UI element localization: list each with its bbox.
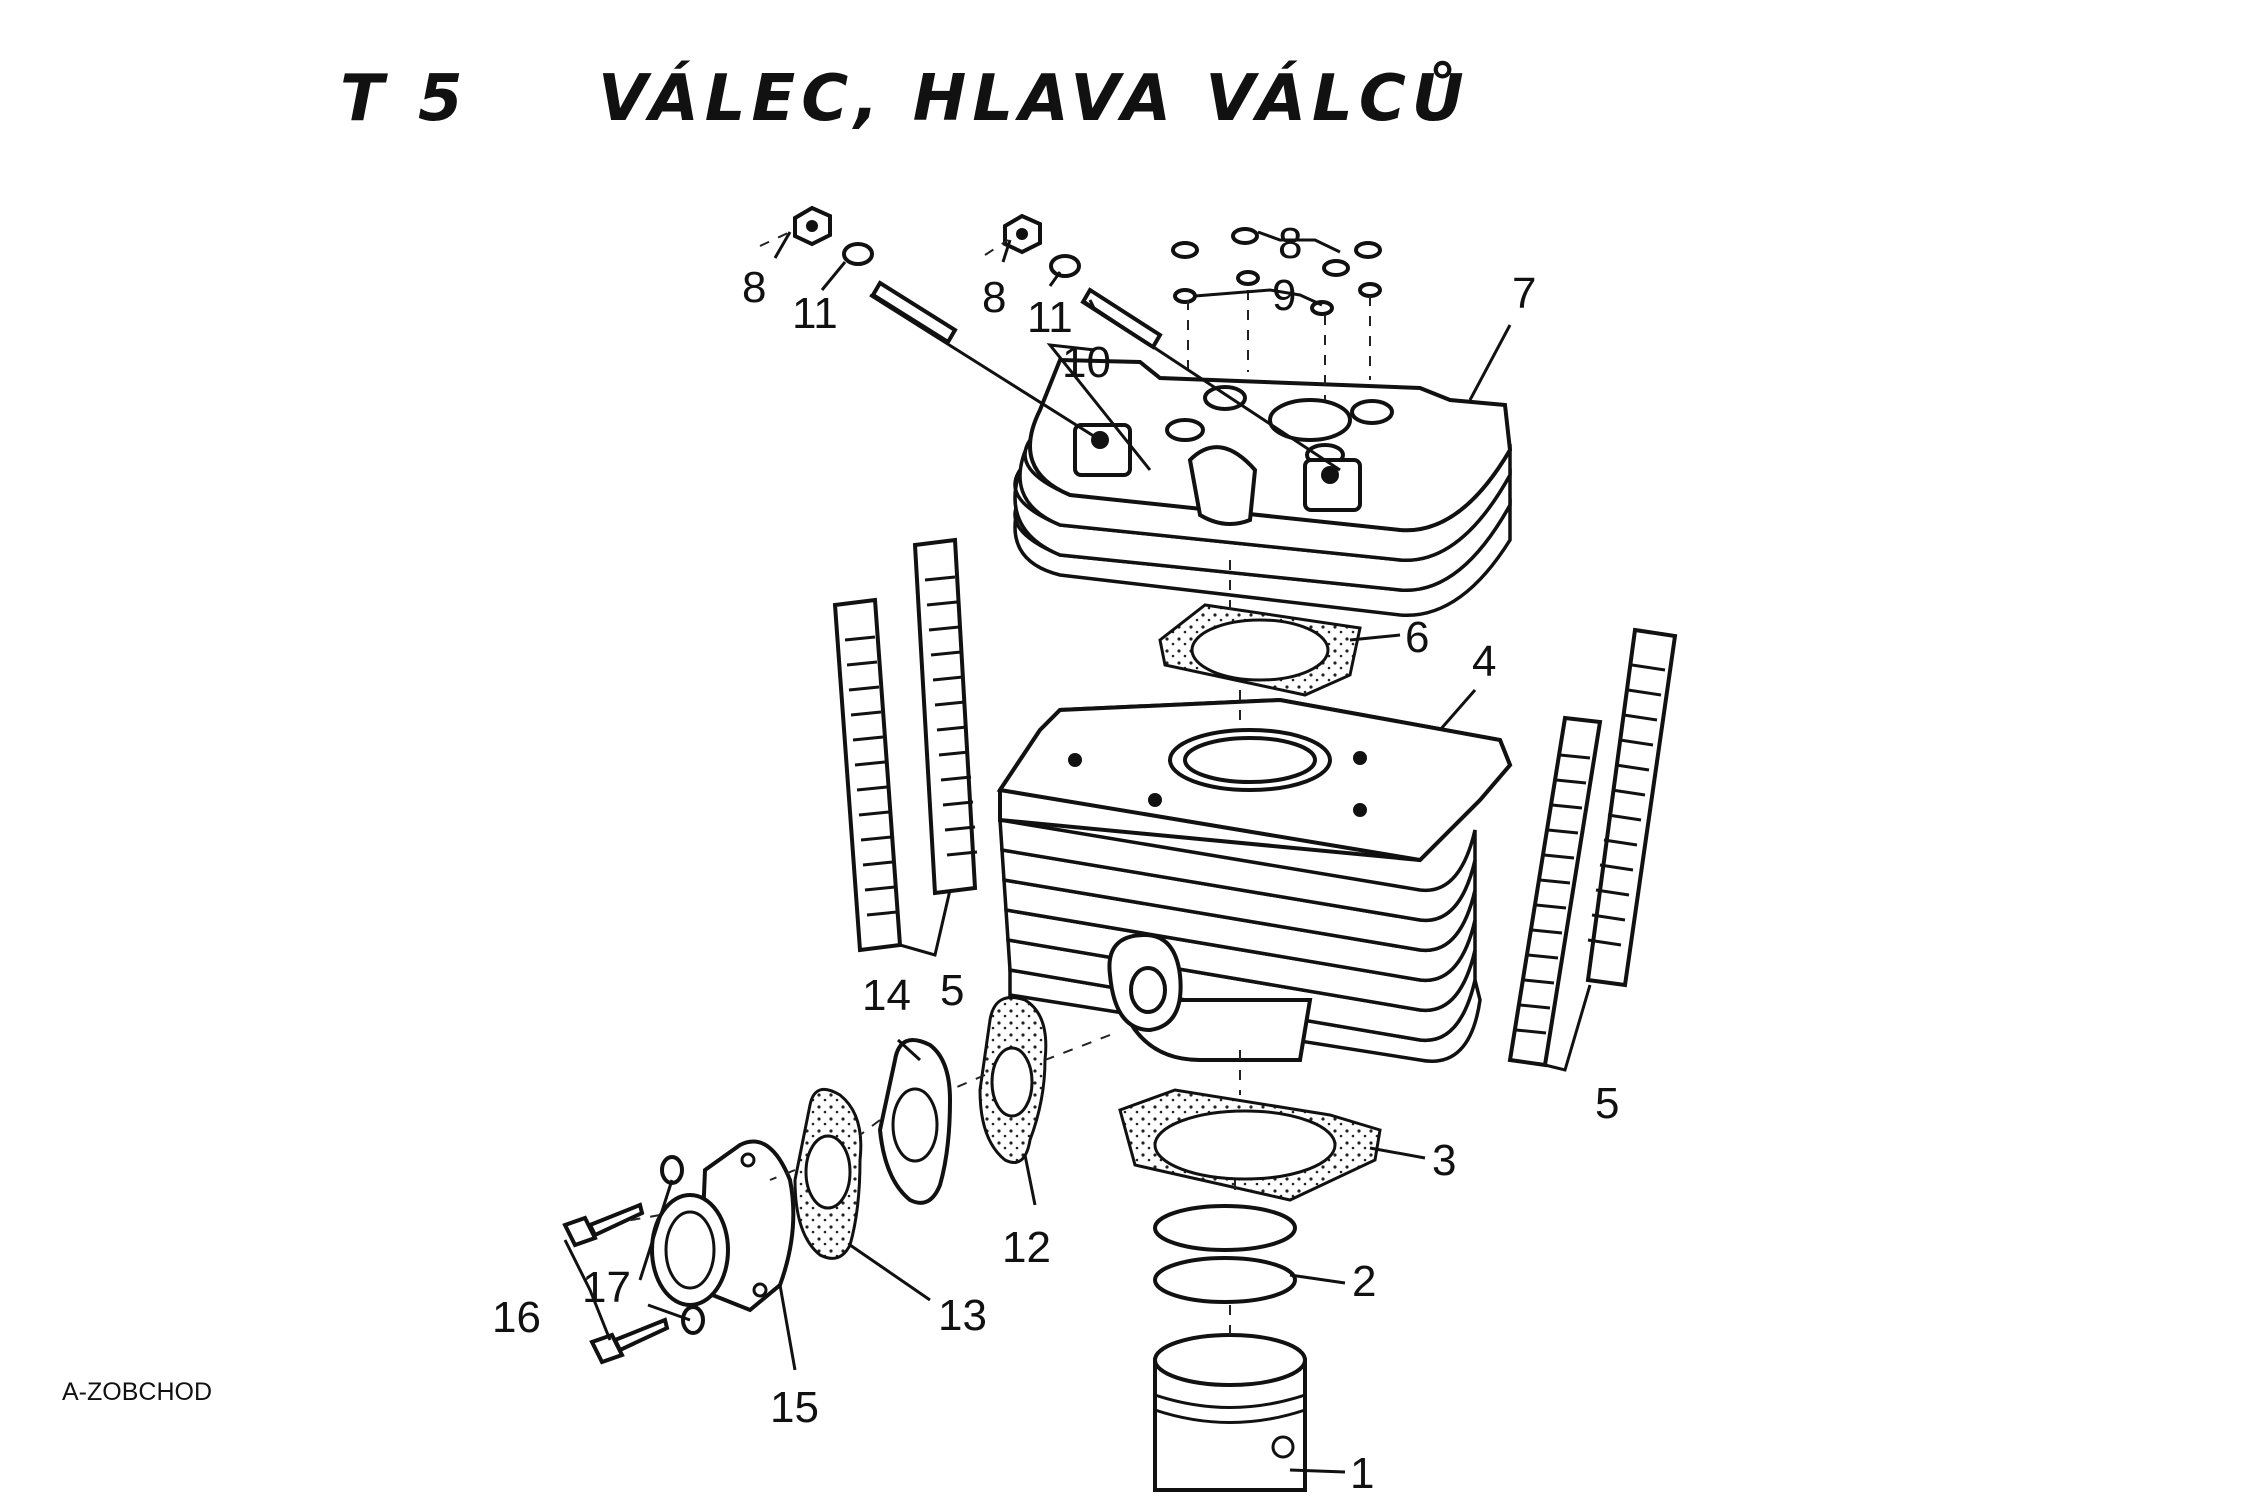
callout-15: 15 [770,1383,819,1432]
callout-10: 10 [1062,338,1111,387]
callout-12: 12 [1002,1223,1051,1272]
callout-1: 1 [1350,1449,1374,1498]
leader-lines [563,230,1592,1474]
piston-rings-part [1153,1204,1297,1304]
base-gasket-part [1118,1088,1382,1202]
callout-2: 2 [1352,1257,1376,1306]
gasket-12 [978,996,1048,1164]
diagram-title: VÁLEC, HLAVA VÁLCŮ [598,62,1470,136]
callout-8-left: 8 [742,263,766,312]
callout-9: 9 [1272,271,1296,320]
callout-11-right: 11 [1027,293,1073,342]
bolts-16 [562,1202,670,1365]
exhaust-flange-15 [650,1139,796,1313]
assembly-lines [619,231,1371,1340]
piston-part [1153,1333,1307,1492]
fin-damper-strip-right-2 [1585,627,1678,988]
callout-13: 13 [938,1291,987,1340]
callout-8-right: 8 [1278,219,1302,268]
callout-4: 4 [1472,637,1496,686]
callout-3: 3 [1432,1136,1456,1185]
head-gasket-part [1158,603,1362,697]
callout-11-left: 11 [792,289,838,338]
fin-damper-strip-right-1 [1507,715,1603,1068]
cylinder-head-part [1013,357,1513,618]
callout-5-left: 5 [940,966,964,1015]
gasket-13 [793,1087,863,1260]
diagram-code: T 5 [340,62,469,136]
footer-watermark-text: A-ZOBCHOD [62,1378,212,1406]
callout-16: 16 [492,1293,541,1342]
callout-6: 6 [1405,613,1429,662]
washers-17 [660,1155,705,1335]
nuts-and-studs [793,205,1382,350]
cylinder-part [996,697,1513,1063]
callout-14: 14 [862,971,911,1020]
callout-5-right: 5 [1595,1079,1619,1128]
callout-labels: 1 2 3 4 5 5 6 7 8 8 8 9 10 11 11 12 13 1… [492,219,1619,1498]
flange-14 [877,1038,953,1205]
fin-damper-strip-left-2 [912,537,978,896]
callout-8-middle: 8 [982,273,1006,322]
fin-damper-strip-left-1 [832,597,903,953]
callout-7: 7 [1512,269,1536,318]
callout-17: 17 [582,1263,631,1312]
